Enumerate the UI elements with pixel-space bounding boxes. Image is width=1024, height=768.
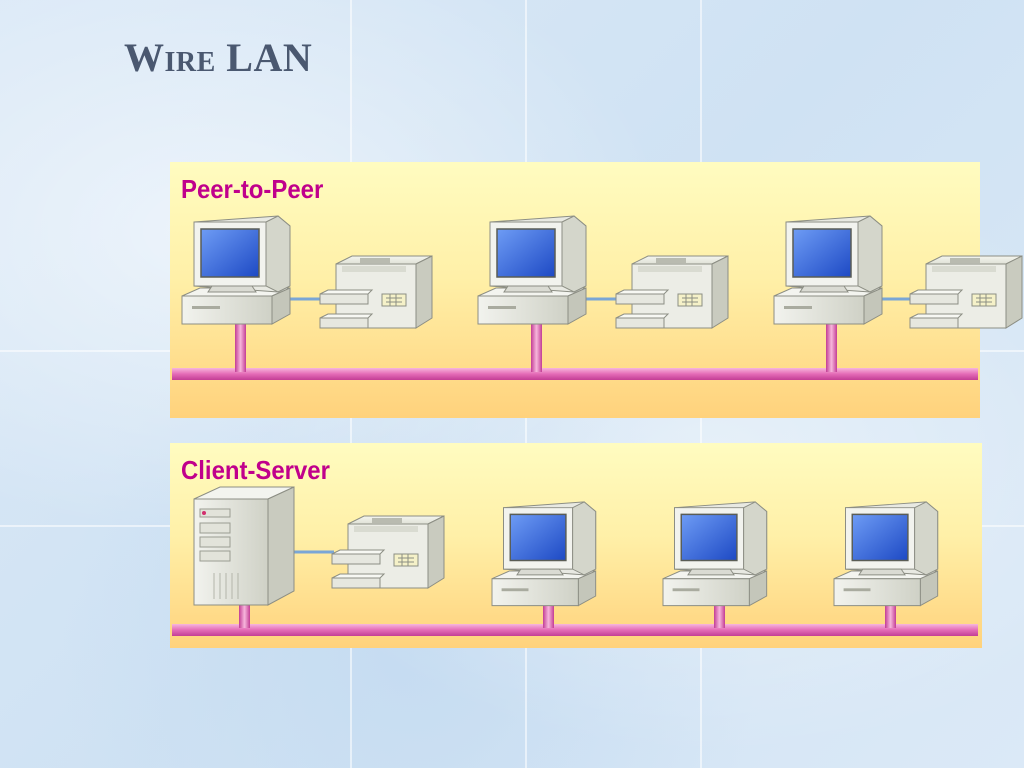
peer-computer-2 [477, 215, 587, 325]
cs-drop-server [239, 598, 250, 628]
cs-printer [331, 515, 445, 589]
peer-drop-3 [826, 322, 837, 372]
peer-bus-cable [172, 368, 978, 380]
cs-computer-1 [491, 501, 597, 607]
peer-to-peer-label: Peer-to-Peer [181, 174, 324, 204]
peer-drop-2 [531, 322, 542, 372]
peer-computer-1 [181, 215, 291, 325]
cs-computer-3 [833, 501, 939, 607]
peer-computer-3 [773, 215, 883, 325]
peer-printer-3 [909, 255, 1023, 329]
peer-printer-2 [615, 255, 729, 329]
cs-bus-cable [172, 624, 978, 636]
cs-server [193, 486, 295, 606]
peer-printer-1 [319, 255, 433, 329]
peer-drop-1 [235, 322, 246, 372]
client-server-label: Client-Server [181, 455, 330, 485]
slide-title: Wire LAN [124, 35, 313, 80]
cs-computer-2 [662, 501, 768, 607]
